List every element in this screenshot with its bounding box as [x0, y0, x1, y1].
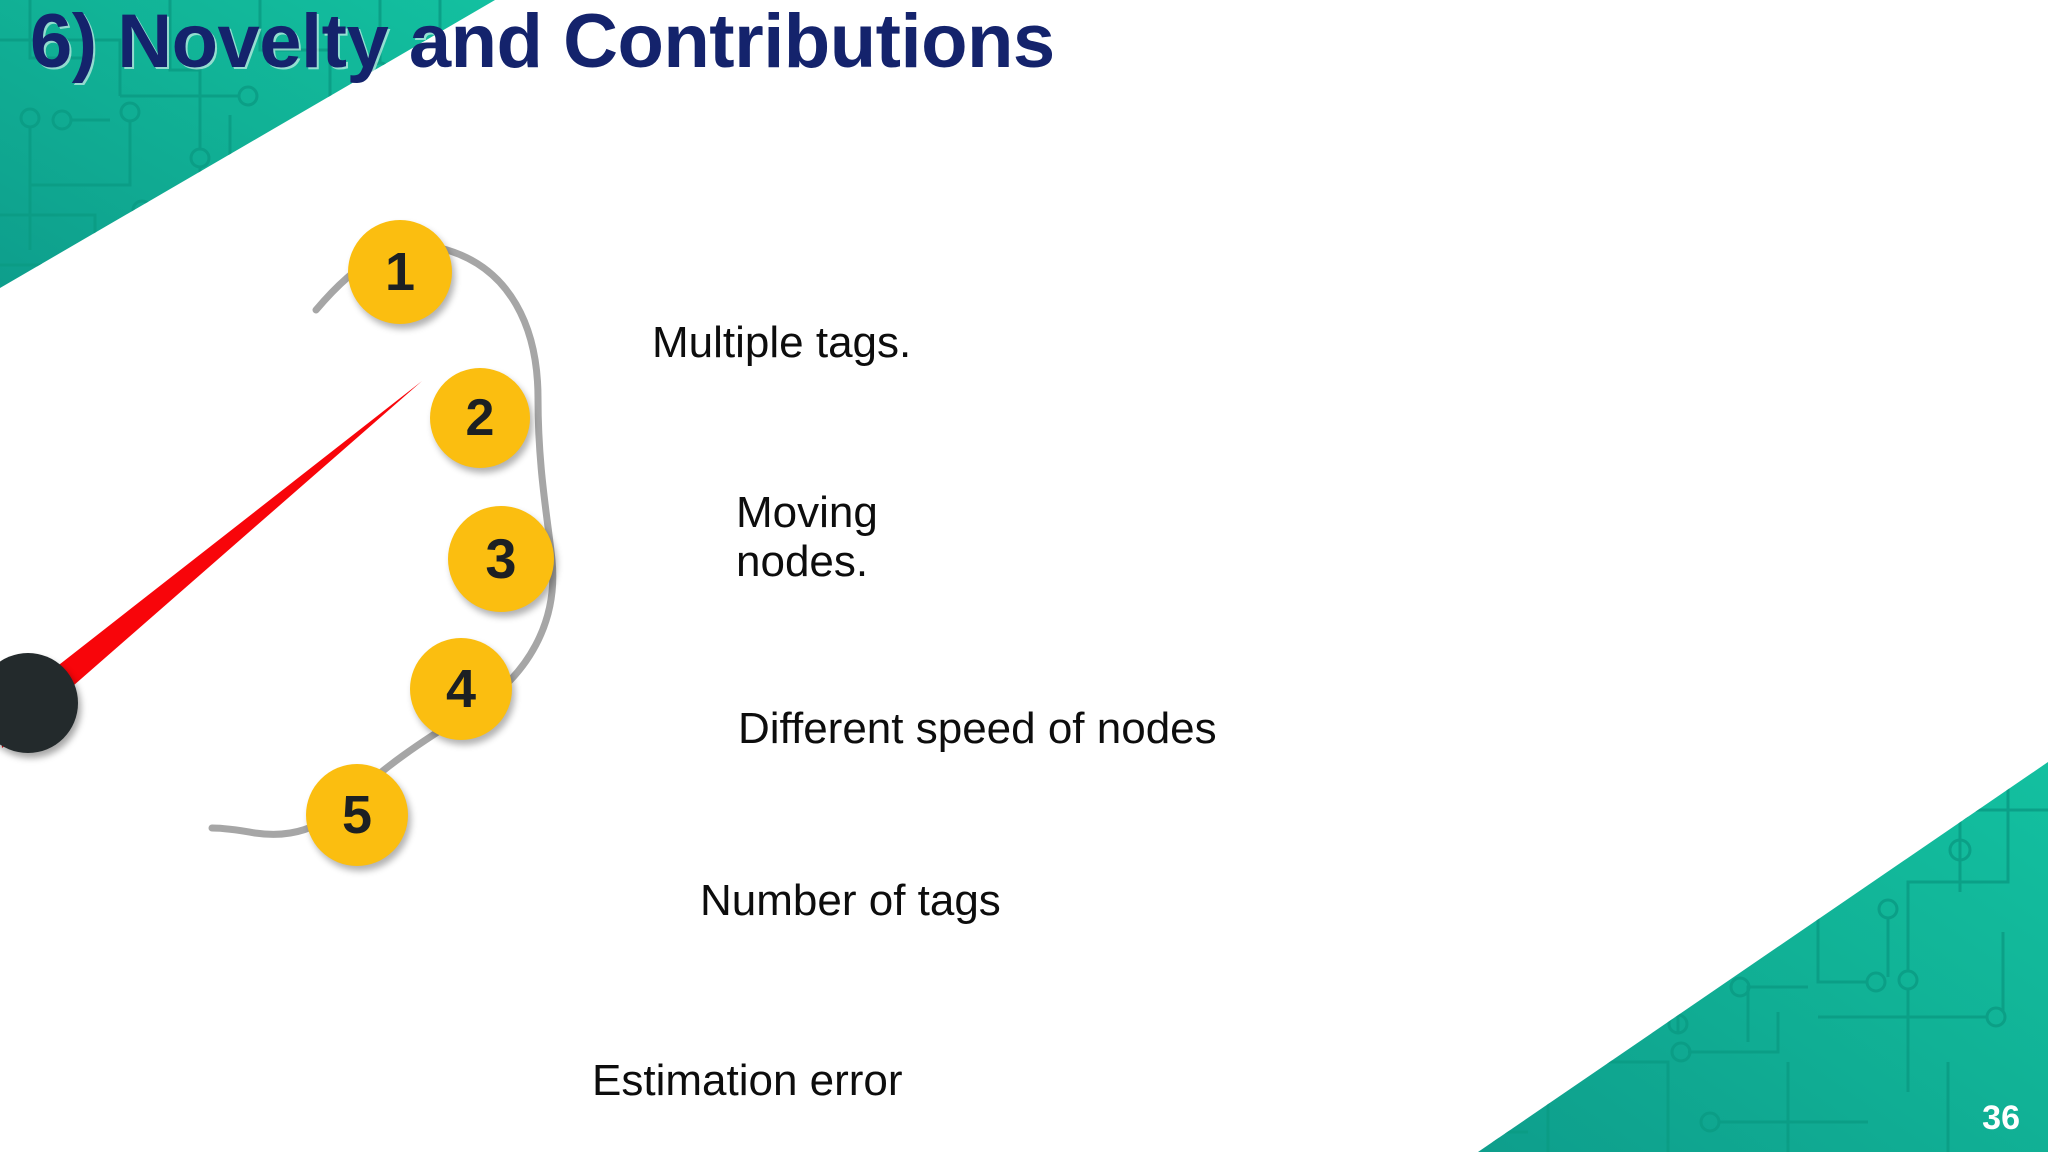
step-label-5: Estimation error	[592, 1056, 903, 1105]
step-node-4[interactable]: 4	[410, 638, 512, 740]
step-node-5[interactable]: 5	[306, 764, 408, 866]
red-pointer-icon	[0, 381, 422, 748]
step-label-4: Number of tags	[700, 876, 1001, 925]
step-node-2[interactable]: 2	[430, 368, 530, 468]
step-number-4: 4	[445, 659, 477, 719]
circuit-triangle-bottom-right-icon	[1478, 762, 2048, 1152]
step-number-3: 3	[485, 527, 517, 590]
step-label-1: Multiple tags.	[652, 318, 912, 367]
step-number-5: 5	[341, 785, 373, 845]
bottom-right-corner-decoration	[1348, 762, 2048, 1152]
circuit-triangle-top-left-icon	[0, 0, 495, 288]
pointer-knob	[0, 653, 78, 753]
top-left-corner-decoration	[0, 0, 700, 390]
step-node-3[interactable]: 3	[448, 506, 554, 612]
step-node-1[interactable]: 1	[348, 220, 452, 324]
step-label-3: Different speed of nodes	[738, 704, 1217, 753]
page-title: 6) Novelty and Contributions	[30, 0, 1055, 84]
step-label-2: Moving nodes.	[736, 488, 878, 587]
step-number-2: 2	[465, 389, 495, 447]
step-number-1: 1	[384, 242, 416, 302]
slide-number: 36	[1982, 1099, 2020, 1137]
